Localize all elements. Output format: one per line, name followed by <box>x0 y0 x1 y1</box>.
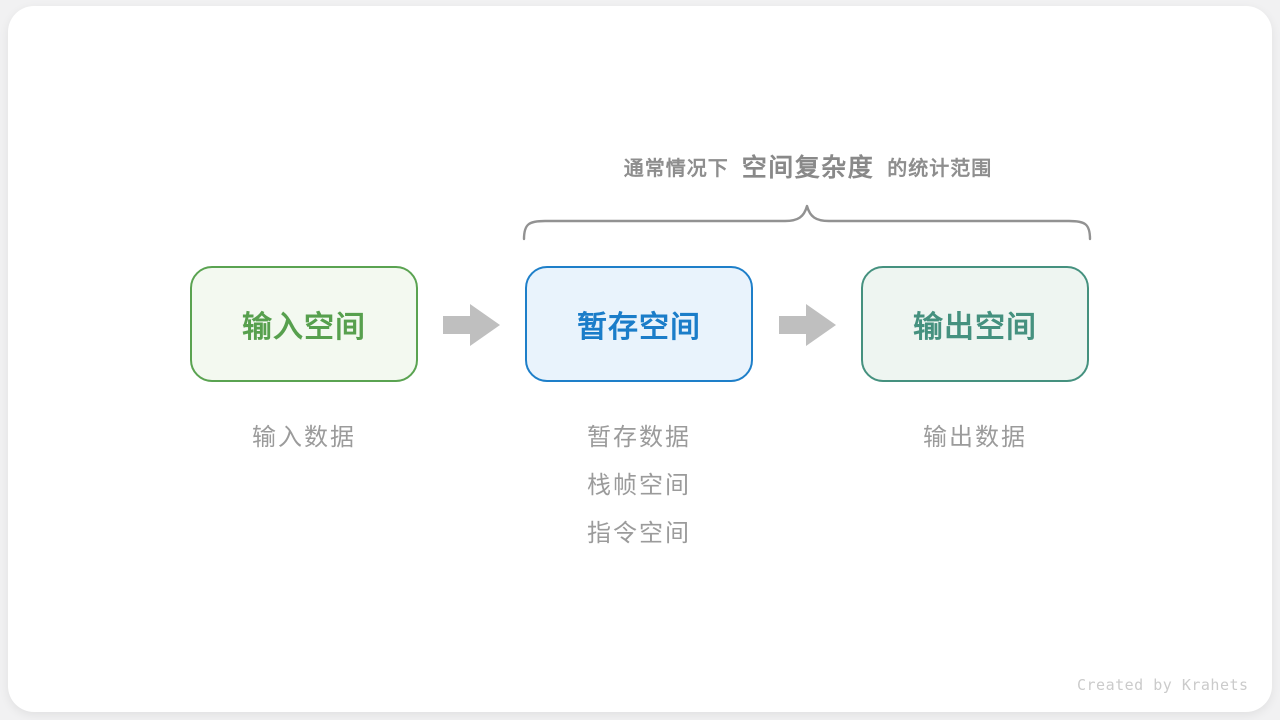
diagram-title: 通常情况下 空间复杂度 的统计范围 <box>624 148 993 184</box>
credit-watermark: Created by Krahets <box>1077 676 1249 694</box>
title-prefix: 通常情况下 <box>623 157 729 180</box>
title-suffix: 的统计范围 <box>887 157 993 180</box>
arrow-right-icon <box>779 304 836 346</box>
note-line: 栈帧空间 <box>587 472 691 499</box>
arrow-right-icon <box>443 304 500 346</box>
temp-space-label: 暂存空间 <box>577 311 701 344</box>
output-space-label: 输出空间 <box>913 311 1037 344</box>
temp-space-notes: 暂存数据 栈帧空间 指令空间 <box>525 414 753 558</box>
note-line: 输入数据 <box>252 424 356 451</box>
note-line: 指令空间 <box>587 520 691 547</box>
temp-space-box: 暂存空间 <box>525 266 753 382</box>
input-space-box: 输入空间 <box>190 266 418 382</box>
input-space-label: 输入空间 <box>242 311 366 344</box>
output-space-notes: 输出数据 <box>861 414 1089 462</box>
note-line: 暂存数据 <box>587 424 691 451</box>
arrow-right-shape <box>779 304 836 346</box>
input-space-notes: 输入数据 <box>190 414 418 462</box>
output-space-box: 输出空间 <box>861 266 1089 382</box>
scope-brace-icon <box>522 204 1092 241</box>
title-highlight: 空间复杂度 <box>741 154 875 182</box>
scope-brace-path <box>522 204 1092 241</box>
note-line: 输出数据 <box>923 424 1027 451</box>
arrow-right-shape <box>443 304 500 346</box>
